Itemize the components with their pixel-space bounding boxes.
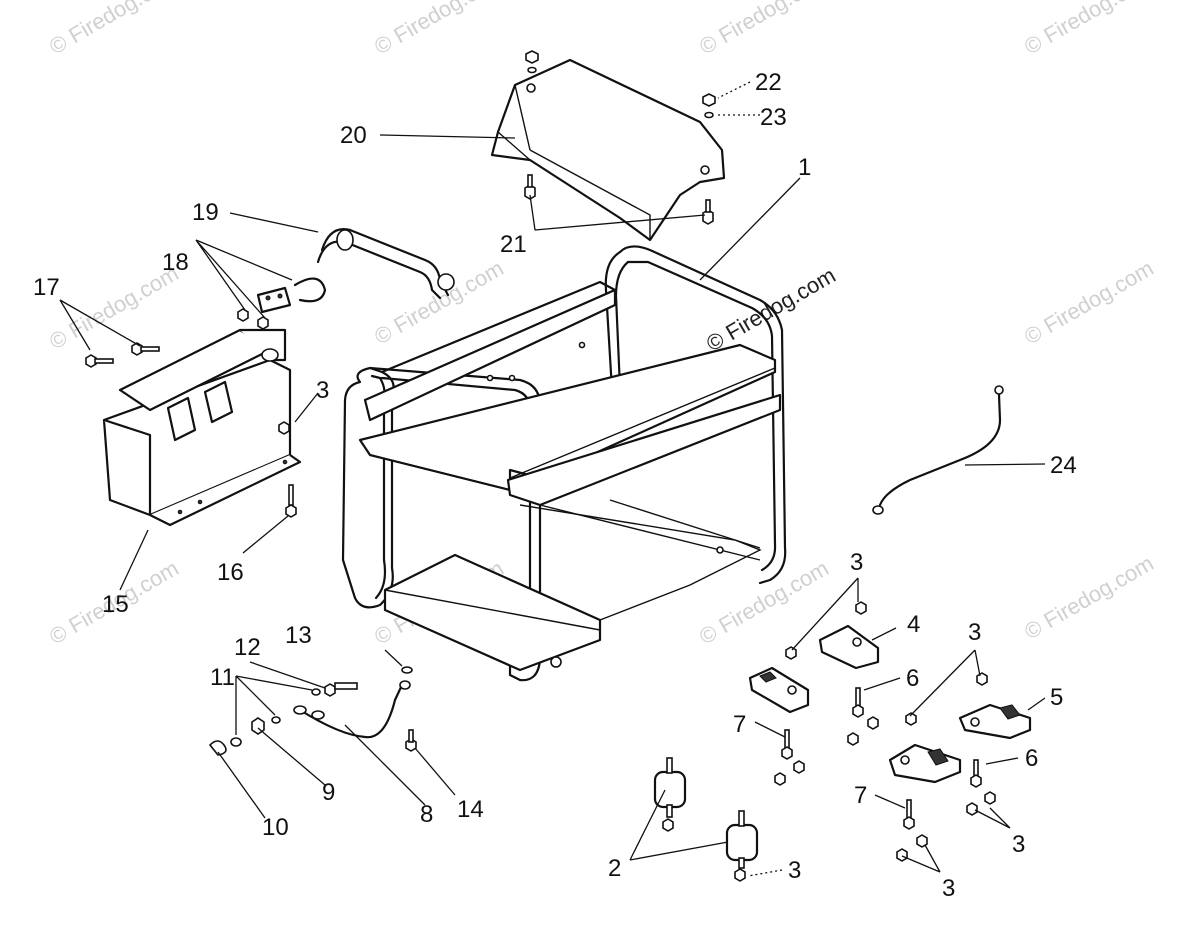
- watermark-text: © Firedog.com: [370, 0, 508, 59]
- part-1-frame: [341, 245, 787, 682]
- callout-10: 10: [262, 814, 289, 841]
- battery-cable-group: [208, 666, 417, 756]
- callout-3: 3: [316, 377, 329, 404]
- callout-22: 22: [755, 69, 782, 96]
- callout-20: 20: [340, 122, 367, 149]
- callout-3: 3: [1012, 831, 1025, 858]
- callout-3: 3: [788, 857, 801, 884]
- callout-24: 24: [1050, 452, 1077, 479]
- callout-13: 13: [285, 622, 312, 649]
- callout-16: 16: [217, 559, 244, 586]
- callout-17: 17: [33, 274, 60, 301]
- callout-3: 3: [850, 549, 863, 576]
- callout-23: 23: [760, 104, 787, 131]
- callout-4: 4: [907, 611, 920, 638]
- leader-lines: [59, 81, 1046, 877]
- callout-14: 14: [457, 796, 484, 823]
- cover-hardware: [524, 50, 716, 225]
- callout-3: 3: [968, 619, 981, 646]
- callout-3: 3: [942, 875, 955, 902]
- callout-7: 7: [854, 782, 867, 809]
- watermark-text: © Firedog.com: [1020, 550, 1158, 644]
- callout-12: 12: [234, 634, 261, 661]
- callout-11: 11: [210, 664, 235, 691]
- watermark-text: © Firedog.com: [695, 0, 833, 59]
- part-15-muffler-box: [102, 328, 302, 527]
- callout-5: 5: [1050, 684, 1063, 711]
- callout-6: 6: [906, 665, 919, 692]
- watermark-text: © Firedog.com: [1020, 0, 1158, 59]
- callout-19: 19: [192, 199, 219, 226]
- watermark-text: © Firedog.com: [1020, 255, 1158, 349]
- callout-15: 15: [102, 591, 129, 618]
- callout-8: 8: [420, 801, 433, 828]
- callout-21: 21: [500, 231, 527, 258]
- part-17-bolts: [85, 342, 160, 368]
- part-19-handle: [316, 228, 455, 300]
- part-20-cover: [490, 58, 726, 242]
- part-2-rubber-mounts: [653, 757, 759, 882]
- callout-7: 7: [733, 711, 746, 738]
- callout-2: 2: [608, 855, 621, 882]
- callout-1: 1: [798, 154, 811, 181]
- watermark-text: © Firedog.com: [370, 255, 508, 349]
- part-24-wire: [872, 385, 1004, 515]
- part-4-5-brackets: [748, 624, 1032, 784]
- callout-18: 18: [162, 249, 189, 276]
- part-18-clamp: [237, 277, 327, 330]
- mount-hardware: [774, 601, 996, 862]
- callout-labels: 1 20 22 23 21 19 18 17 3 15 16 24 3 4 3 …: [33, 69, 1077, 902]
- callout-6: 6: [1025, 745, 1038, 772]
- watermark-text: © Firedog.com: [45, 0, 183, 59]
- callout-9: 9: [322, 779, 335, 806]
